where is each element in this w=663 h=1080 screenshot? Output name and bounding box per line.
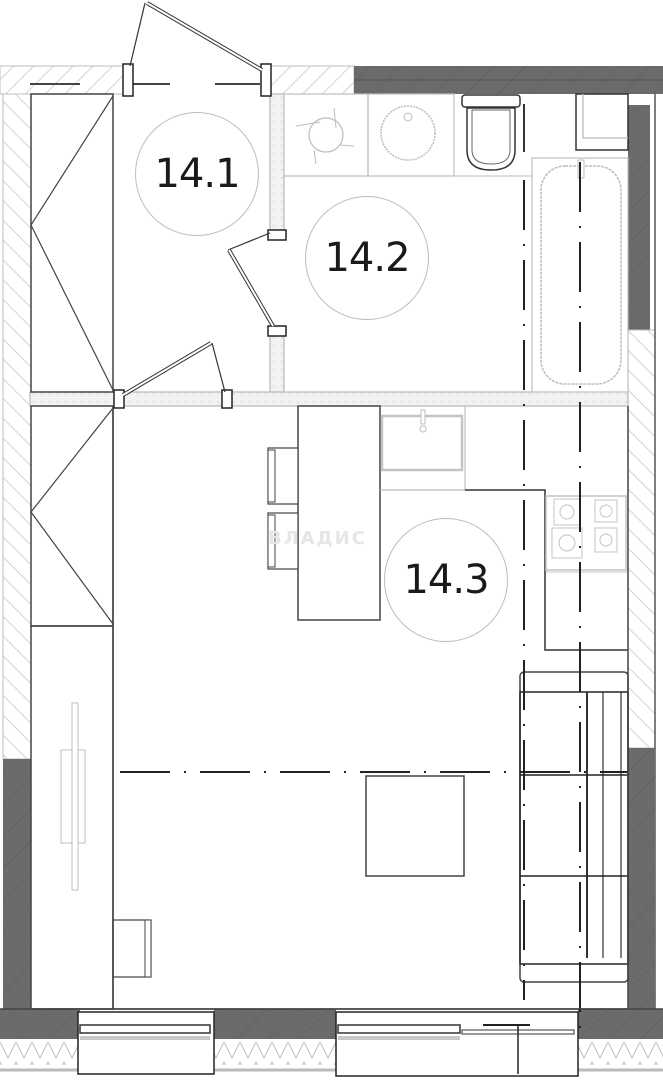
room-label-living: 14.3 bbox=[384, 518, 508, 642]
tv-stand bbox=[30, 625, 114, 1010]
washing-machine bbox=[283, 93, 369, 177]
room-label-bathroom: 14.2 bbox=[305, 196, 429, 320]
windows bbox=[77, 1011, 579, 1077]
room-number: 14.3 bbox=[403, 557, 489, 603]
toilet bbox=[461, 94, 525, 171]
wardrobe-lower bbox=[30, 405, 114, 627]
entrance-door bbox=[129, 1, 264, 72]
room-label-hallway: 14.1 bbox=[135, 112, 259, 236]
side-shelf bbox=[112, 919, 152, 978]
partitions bbox=[29, 63, 629, 409]
chair bbox=[267, 447, 299, 505]
kitchen-sink bbox=[380, 409, 464, 472]
window-balcony-door bbox=[335, 1011, 579, 1077]
dining-table bbox=[297, 405, 381, 621]
room-number: 14.1 bbox=[154, 151, 240, 197]
chair bbox=[267, 512, 299, 570]
coffee-table bbox=[365, 775, 465, 877]
sofa bbox=[519, 671, 629, 983]
watermark: ВЛАДИС bbox=[268, 528, 367, 549]
washbasin bbox=[367, 93, 455, 177]
bathroom-door bbox=[227, 232, 275, 328]
room-outline bbox=[31, 406, 629, 1010]
window-left bbox=[77, 1011, 215, 1075]
stove bbox=[545, 495, 628, 573]
room-number: 14.2 bbox=[324, 235, 410, 281]
exterior-walls bbox=[0, 65, 663, 1072]
wardrobe-upper bbox=[30, 93, 114, 393]
axis-lines bbox=[120, 162, 628, 1040]
hallway-door bbox=[121, 341, 226, 397]
kitchen-counter bbox=[380, 406, 628, 651]
